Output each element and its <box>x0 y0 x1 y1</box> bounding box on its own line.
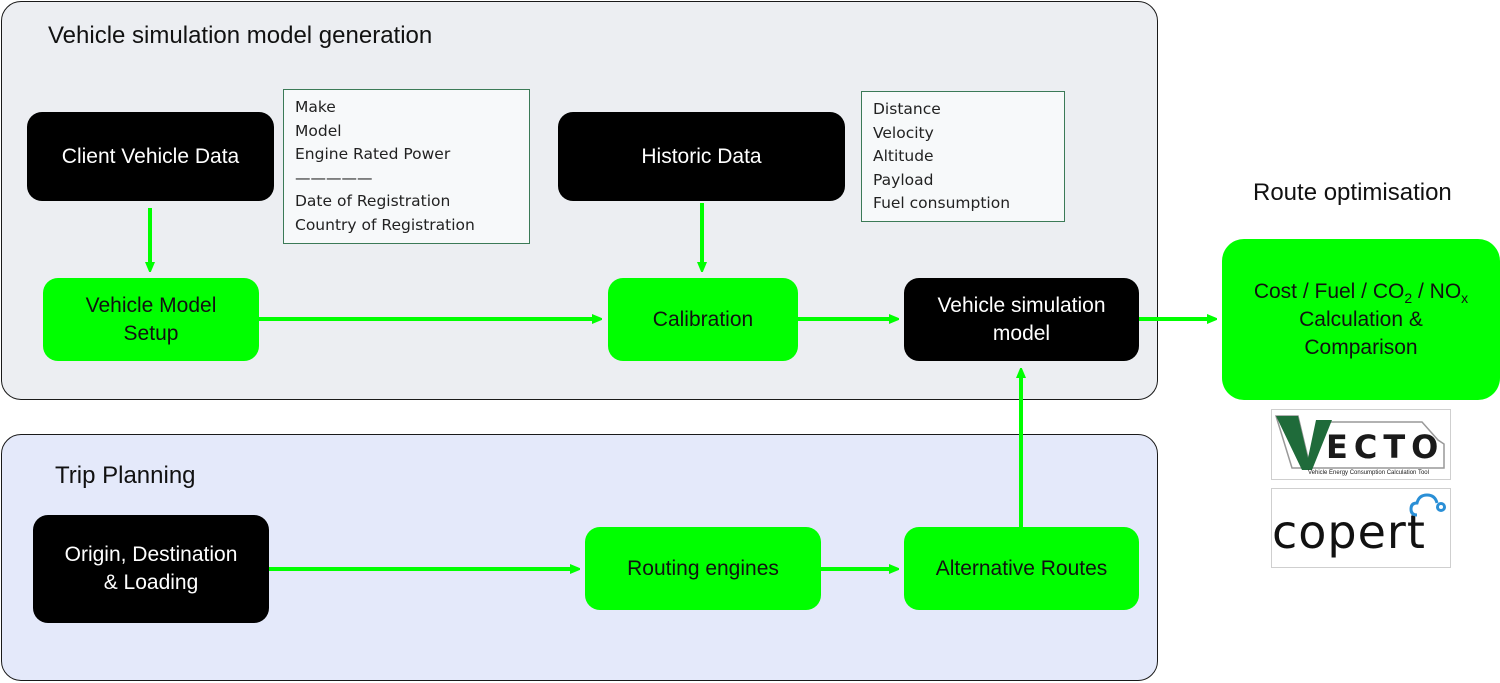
field-make: Make <box>295 98 336 116</box>
vecto-truck-icon <box>1274 415 1445 470</box>
alternative-routes-node: Alternative Routes <box>904 527 1139 610</box>
routing-engines-label: Routing engines <box>627 556 779 580</box>
client-data-fields-box: Make Model Engine Rated Power ————— Date… <box>283 89 530 244</box>
result-line-1: Cost / Fuel / CO2 / NOx <box>1253 279 1469 306</box>
field-fuel-consumption: Fuel consumption <box>873 194 1011 212</box>
historic-data-label: Historic Data <box>641 144 762 168</box>
model-generation-title: Vehicle simulation model generation <box>48 22 433 49</box>
vecto-wordmark: ECTO <box>1326 428 1445 466</box>
historic-data-node: Historic Data <box>558 112 845 201</box>
trip-planning-title: Trip Planning <box>55 462 196 489</box>
cost-calculation-node: Cost / Fuel / CO2 / NOx Calculation & Co… <box>1222 239 1500 400</box>
result-line-3: Comparison <box>1304 335 1418 359</box>
copert-wordmark: copert <box>1272 505 1426 559</box>
field-velocity: Velocity <box>873 123 934 142</box>
vecto-logo: ECTO Vehicle Energy Consumption Calculat… <box>1271 409 1451 480</box>
field-engine-rated-power: Engine Rated Power <box>295 145 451 163</box>
routing-engines-node: Routing engines <box>585 527 821 610</box>
field-separator: ————— <box>295 168 373 187</box>
origin-destination-label: Origin, Destination & Loading <box>64 543 238 594</box>
vehicle-simulation-model-node: Vehicle simulation model <box>904 278 1139 361</box>
result-line-2: Calculation & <box>1299 307 1423 331</box>
field-distance: Distance <box>873 100 941 118</box>
client-vehicle-data-label: Client Vehicle Data <box>61 144 240 168</box>
vehicle-model-setup-label: Vehicle Model Setup <box>85 293 217 345</box>
vehicle-model-setup-node: Vehicle Model Setup <box>43 278 259 361</box>
calibration-label: Calibration <box>652 307 754 331</box>
historic-data-fields-box: Distance Velocity Altitude Payload Fuel … <box>861 91 1065 222</box>
calibration-node: Calibration <box>608 278 798 361</box>
field-model: Model <box>295 121 342 140</box>
field-date-of-registration: Date of Registration <box>295 192 451 210</box>
vecto-tagline: Vehicle Energy Consumption Calculation T… <box>1308 470 1429 476</box>
copert-cloud-icon <box>1409 493 1446 517</box>
alternative-routes-label: Alternative Routes <box>935 556 1108 580</box>
field-payload: Payload <box>873 170 934 189</box>
field-altitude: Altitude <box>873 147 934 165</box>
copert-logo: copert <box>1271 488 1451 568</box>
origin-destination-node: Origin, Destination & Loading <box>33 515 269 623</box>
vehicle-simulation-model-label: Vehicle simulation model <box>937 293 1106 345</box>
field-country-of-registration: Country of Registration <box>295 215 475 234</box>
client-vehicle-data-node: Client Vehicle Data <box>27 112 274 201</box>
route-optimisation-title: Route optimisation <box>1253 179 1452 206</box>
